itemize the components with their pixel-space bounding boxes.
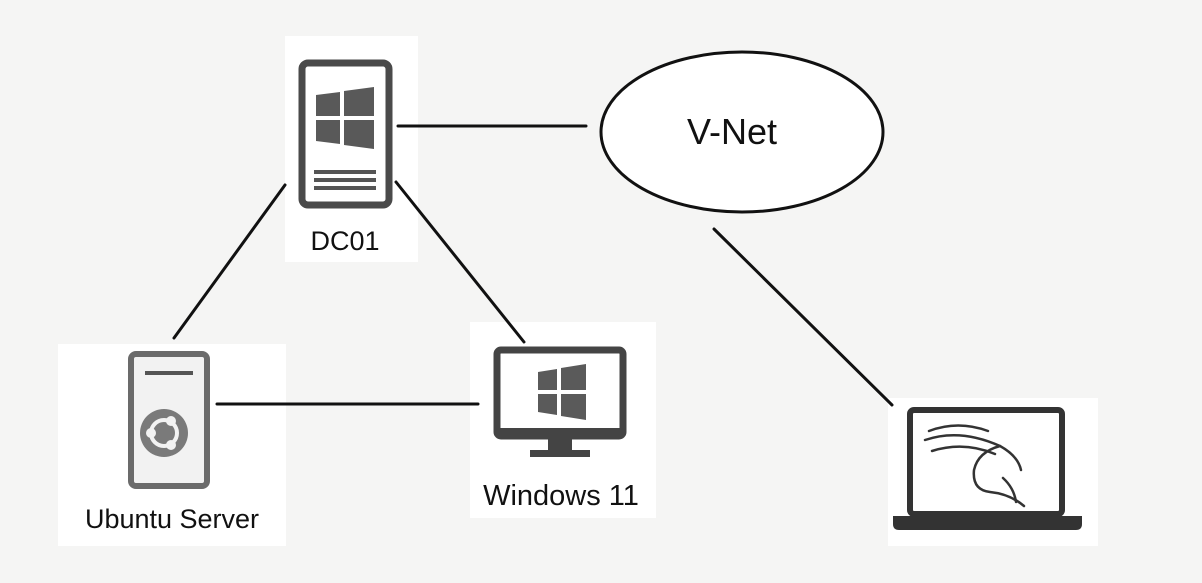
windows-server-icon bbox=[298, 59, 393, 209]
dc01-label: DC01 bbox=[310, 226, 379, 256]
network-cloud-ellipse bbox=[599, 50, 885, 214]
link-dc01-win11 bbox=[394, 180, 526, 344]
vnet-label: V-Net bbox=[687, 111, 777, 152]
ubuntu-server-icon bbox=[128, 351, 210, 489]
win11-label: Windows 11 bbox=[483, 480, 639, 512]
kali-laptop-icon bbox=[893, 407, 1082, 530]
link-vnet-kali bbox=[712, 227, 894, 407]
windows-desktop-monitor-icon bbox=[493, 346, 627, 457]
ubuntu-label: Ubuntu Server bbox=[85, 504, 259, 534]
link-dc01-ubuntu bbox=[172, 183, 287, 340]
